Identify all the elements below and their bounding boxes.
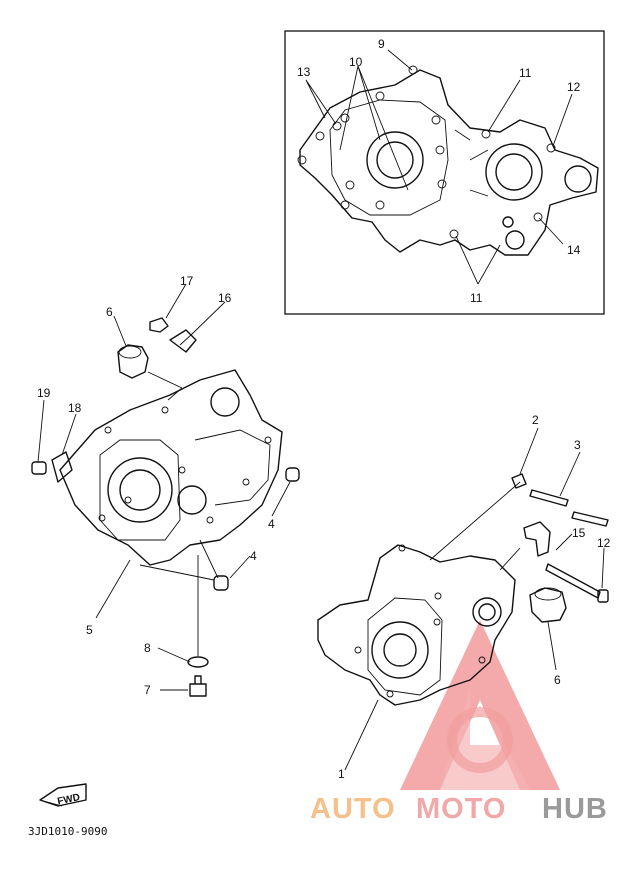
inset-callouts: 9 10 11 12 13 14 11 [297,37,581,305]
callout-9: 9 [378,37,385,51]
callout-8: 8 [144,641,151,655]
callout-3: 3 [574,438,581,452]
inset-leader-lines [305,49,573,285]
right-small-parts [511,473,609,623]
callout-6-left: 6 [106,305,113,319]
callout-14: 14 [567,243,581,257]
left-callouts: 17 16 6 19 18 4 4 5 8 7 [37,274,275,697]
callout-11-bottom: 11 [470,291,483,305]
callout-4-lower: 4 [250,549,257,563]
callout-15: 15 [572,526,586,540]
drawing-code: 3JD1010-9090 [28,825,107,838]
watermark-moto: MOTO [416,793,506,825]
watermark-text: AUTO MOTO HUB [310,793,608,825]
callout-13: 13 [297,65,311,79]
left-crankcase-drawing [59,369,283,566]
callout-10: 10 [349,55,363,69]
inset-frame [284,30,605,315]
callout-1: 1 [338,767,345,781]
callout-12: 12 [597,536,611,550]
left-leader-lines [37,283,291,691]
callout-4-upper: 4 [268,517,275,531]
callout-19: 19 [37,386,51,400]
callout-11-top: 11 [519,66,532,80]
fwd-arrow: FWD [39,783,87,808]
callout-17: 17 [180,274,194,288]
callout-2: 2 [532,413,539,427]
callout-6-right: 6 [554,673,561,687]
callout-7: 7 [144,683,151,697]
right-crankcase-drawing [317,544,516,706]
callout-12-inset: 12 [567,80,581,94]
callout-5: 5 [86,623,93,637]
watermark-hub: HUB [542,793,608,825]
left-small-parts [31,317,300,697]
right-leader-lines [344,427,605,771]
watermark-auto: AUTO [310,793,396,825]
watermark-logo [400,620,560,790]
fwd-label: FWD [56,792,81,807]
right-callouts: 2 3 15 12 6 1 [338,413,611,781]
callout-16: 16 [218,291,232,305]
callout-18: 18 [68,401,82,415]
inset-crankcase-drawing [297,65,599,256]
